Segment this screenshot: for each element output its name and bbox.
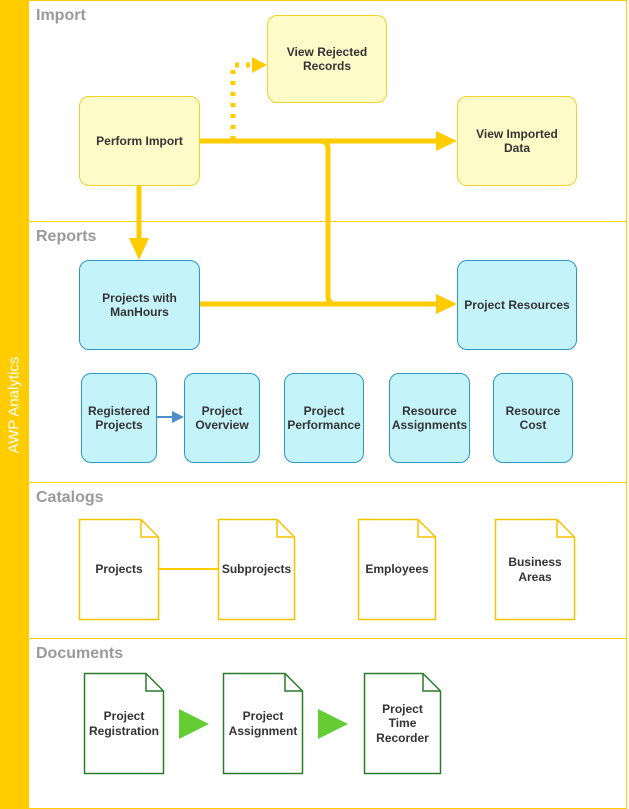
connector-import-to-rejected	[230, 62, 250, 140]
node-project-resources[interactable]: Project Resources	[457, 260, 577, 350]
document-label: Project Time Recorder	[376, 701, 429, 745]
doc-project-time-recorder[interactable]: Project Time Recorder	[363, 672, 442, 775]
document-icon	[363, 672, 442, 775]
catalog-business-areas[interactable]: Business Areas	[494, 518, 576, 621]
arrowhead-imported-data	[436, 131, 457, 151]
document-icon	[83, 672, 165, 775]
sidebar-band: AWP Analytics	[0, 0, 28, 809]
arrowhead-projects-manhours	[129, 238, 149, 260]
document-icon	[494, 518, 576, 621]
catalog-label: Subprojects	[221, 562, 292, 577]
node-resource-assignments[interactable]: Resource Assignments	[389, 373, 470, 463]
arrowhead-rejected	[252, 57, 267, 73]
arrow-registration-to-assignment	[179, 709, 209, 739]
arrowhead-overview	[172, 411, 184, 423]
catalog-label: Projects	[95, 562, 143, 577]
document-label: Project Registration	[88, 709, 159, 738]
catalog-projects[interactable]: Projects	[78, 518, 160, 621]
arrowhead-project-resources	[436, 294, 457, 314]
document-icon	[217, 518, 296, 621]
arrow-assignment-to-time-recorder	[318, 709, 348, 739]
lane-title-import: Import	[36, 7, 86, 24]
catalog-label: Employees	[365, 562, 429, 577]
lane-title-documents: Documents	[36, 645, 124, 662]
node-project-overview[interactable]: Project Overview	[184, 373, 260, 463]
node-perform-import[interactable]: Perform Import	[79, 96, 200, 186]
catalog-employees[interactable]: Employees	[357, 518, 437, 621]
lane-title-reports: Reports	[36, 228, 97, 245]
document-icon	[222, 672, 304, 775]
document-icon	[357, 518, 437, 621]
node-view-imported-data[interactable]: View Imported Data	[457, 96, 577, 186]
node-registered-projects[interactable]: Registered Projects	[81, 373, 157, 463]
node-project-performance[interactable]: Project Performance	[284, 373, 364, 463]
document-label: Project Assignment	[228, 709, 298, 738]
node-view-rejected-records[interactable]: View Rejected Records	[267, 15, 387, 103]
catalog-label: Business Areas	[508, 555, 562, 584]
node-projects-with-manhours[interactable]: Projects with ManHours	[79, 260, 200, 350]
connector-import-to-project-resources	[200, 138, 438, 307]
document-icon	[78, 518, 160, 621]
doc-project-assignment[interactable]: Project Assignment	[222, 672, 304, 775]
lane-title-catalogs: Catalogs	[36, 489, 104, 506]
catalog-subprojects[interactable]: Subprojects	[217, 518, 296, 621]
node-resource-cost[interactable]: Resource Cost	[493, 373, 573, 463]
doc-project-registration[interactable]: Project Registration	[83, 672, 165, 775]
